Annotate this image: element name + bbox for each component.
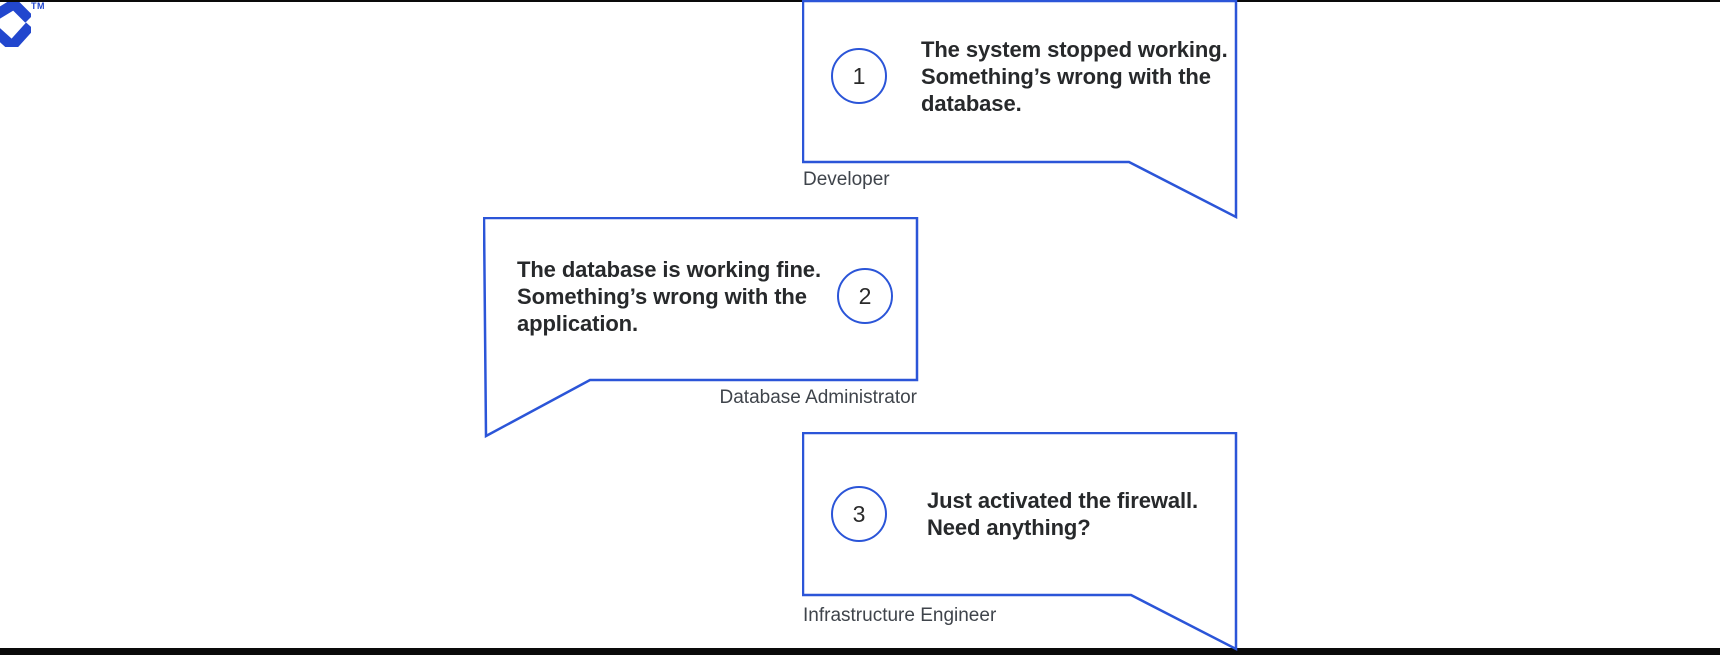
speech-line: application. (517, 310, 639, 336)
step-3-badge: 3 (831, 486, 887, 542)
speaker-label-developer: Developer (803, 169, 890, 190)
speech-line: Need anything? (927, 515, 1091, 540)
speech-bubble-3-text: Just activated the firewall. Need anythi… (927, 487, 1198, 541)
trademark-label: TM (31, 1, 45, 11)
speech-line: The database is working fine. (517, 256, 821, 282)
speech-bubble-1-text: The system stopped working. Something’s … (921, 36, 1228, 117)
step-2-number: 2 (858, 282, 872, 309)
step-1-badge: 1 (831, 48, 887, 104)
speech-line: Something’s wrong with the (517, 283, 807, 309)
speech-bubble-2: The database is working fine. Something’… (483, 218, 920, 380)
speaker-label-database-administrator: Database Administrator (719, 387, 918, 408)
toptal-logo-icon (0, 2, 31, 47)
step-1-number: 1 (852, 62, 866, 89)
speaker-label-infrastructure-engineer: Infrastructure Engineer (803, 605, 997, 626)
speech-bubble-3: 3 Just activated the firewall. Need anyt… (802, 433, 1239, 595)
speech-bubble-3-outline (802, 432, 1238, 652)
step-2-badge: 2 (837, 268, 893, 324)
speech-line: Just activated the firewall. (927, 488, 1199, 513)
speech-bubble-1-outline (802, 0, 1238, 220)
step-3-number: 3 (852, 500, 866, 527)
bottom-rule (0, 648, 1720, 655)
toptal-logo: TM (0, 1, 60, 51)
speech-line: database. (921, 90, 1022, 116)
speech-line: The system stopped working. (921, 36, 1228, 62)
speech-bubble-1: 1 The system stopped working. Something’… (802, 0, 1239, 162)
speech-bubble-2-outline (483, 217, 919, 439)
speech-line: Something’s wrong with the (921, 63, 1211, 89)
speech-bubble-2-text: The database is working fine. Something’… (517, 256, 821, 337)
